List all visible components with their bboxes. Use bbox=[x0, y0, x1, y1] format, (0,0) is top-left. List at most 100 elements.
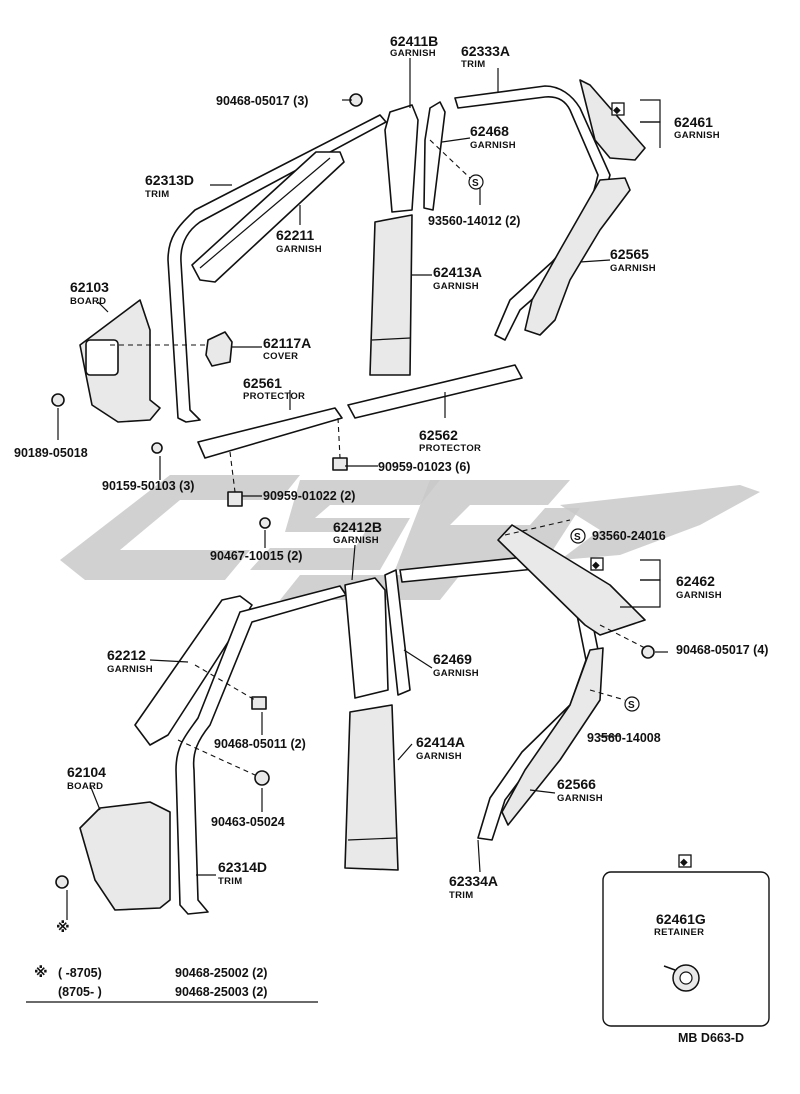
label-62562-name: PROTECTOR bbox=[419, 443, 481, 454]
screw-mark-93560-14008: S bbox=[624, 696, 640, 712]
label-62333A: 62333A bbox=[461, 43, 510, 59]
board-62103-opening bbox=[85, 339, 119, 376]
label-62103-name: BOARD bbox=[70, 296, 106, 307]
svg-text:S: S bbox=[574, 532, 581, 543]
label-62117A-name: COVER bbox=[263, 351, 298, 362]
clip-asterisk-part bbox=[55, 875, 69, 889]
label-62211-name: GARNISH bbox=[276, 244, 322, 255]
clip-90959-01022 bbox=[227, 491, 243, 507]
clip-90463-05024 bbox=[254, 770, 270, 786]
inset-diamond-mark: ◆ bbox=[680, 857, 688, 868]
label-62334A: 62334A bbox=[449, 873, 498, 889]
label-62117A: 62117A bbox=[263, 335, 311, 351]
label-62566-name: GARNISH bbox=[557, 793, 603, 804]
label-62334A-name: TRIM bbox=[449, 890, 473, 901]
garnish-62565 bbox=[524, 177, 631, 336]
trim-62314D bbox=[175, 585, 347, 915]
garnish-62469 bbox=[384, 569, 411, 696]
board-62104 bbox=[79, 801, 171, 911]
label-62104: 62104 bbox=[67, 764, 106, 780]
garnish-62468 bbox=[423, 101, 446, 211]
label-90189-05018: 90189-05018 bbox=[14, 446, 88, 460]
garnish-62414A bbox=[344, 704, 399, 871]
clip-90189-05018 bbox=[51, 393, 65, 407]
diagram-code: MB D663-D bbox=[678, 1031, 744, 1045]
label-62461-name: GARNISH bbox=[674, 130, 720, 141]
garnish-62462 bbox=[497, 524, 646, 636]
garnish-62411B bbox=[384, 104, 419, 213]
garnish-62412B bbox=[344, 577, 389, 699]
label-90467-10015: 90467-10015 (2) bbox=[210, 549, 302, 563]
label-62414A-name: GARNISH bbox=[416, 751, 462, 762]
screw-mark-93560-24016: S bbox=[570, 528, 586, 544]
clip-90959-01023 bbox=[332, 457, 348, 471]
board-62103 bbox=[79, 299, 161, 423]
label-90959-01023: 90959-01023 (6) bbox=[378, 460, 470, 474]
inset-part-number: 62461G bbox=[656, 911, 706, 927]
label-93560-14012: 93560-14012 (2) bbox=[428, 214, 520, 228]
label-62561: 62561 bbox=[243, 375, 282, 391]
label-62414A: 62414A bbox=[416, 734, 465, 750]
diamond-mark-62461: ◆ bbox=[611, 102, 625, 116]
label-62212: 62212 bbox=[107, 647, 146, 663]
label-62461: 62461 bbox=[674, 114, 713, 130]
screw-90159-50103 bbox=[151, 442, 163, 454]
label-62565: 62565 bbox=[610, 246, 649, 262]
label-62561-name: PROTECTOR bbox=[243, 391, 305, 402]
label-62468-name: GARNISH bbox=[470, 140, 516, 151]
inset-diamond-box bbox=[678, 854, 692, 868]
label-62314D: 62314D bbox=[218, 859, 267, 875]
label-62103: 62103 bbox=[70, 279, 109, 295]
label-90959-01022: 90959-01022 (2) bbox=[263, 489, 355, 503]
cover-62117A bbox=[205, 331, 233, 367]
inset-frame bbox=[602, 871, 770, 1027]
label-62104-name: BOARD bbox=[67, 781, 103, 792]
label-62468: 62468 bbox=[470, 123, 509, 139]
footnote-asterisk: ※ bbox=[34, 964, 48, 980]
garnish-62212 bbox=[134, 595, 253, 746]
label-93560-14008: 93560-14008 bbox=[587, 731, 661, 745]
inset-retainer-62461G: ◆ 62461G RETAINER bbox=[602, 854, 770, 1027]
label-62411B: 62411B bbox=[390, 33, 438, 49]
footnote: ※ ( -8705) 90468-25002 (2) (8705- ) 9046… bbox=[26, 964, 318, 1003]
label-90468-05017-4: 90468-05017 (4) bbox=[676, 643, 768, 657]
label-93560-24016: 93560-24016 bbox=[592, 529, 666, 543]
footnote-row2-part: 90468-25003 (2) bbox=[175, 985, 267, 999]
retainer-center bbox=[679, 971, 693, 985]
retainer-pin bbox=[663, 965, 676, 971]
protector-62562 bbox=[347, 364, 523, 419]
footnote-row1-range: ( -8705) bbox=[58, 966, 102, 980]
label-62313D: 62313D bbox=[145, 172, 194, 188]
label-62413A: 62413A bbox=[433, 264, 482, 280]
garnish-62566 bbox=[501, 647, 604, 826]
asterisk-mark: ※ bbox=[56, 919, 70, 935]
garnish-62413A bbox=[369, 214, 413, 376]
trim-62313D bbox=[167, 114, 387, 423]
label-90468-05017-3: 90468-05017 (3) bbox=[216, 94, 308, 108]
footnote-row1-part: 90468-25002 (2) bbox=[175, 966, 267, 980]
label-62412B-name: GARNISH bbox=[333, 535, 379, 546]
label-90463-05024: 90463-05024 bbox=[211, 815, 285, 829]
label-90159-50103: 90159-50103 (3) bbox=[102, 479, 194, 493]
label-62314D-name: TRIM bbox=[218, 876, 242, 887]
label-62211: 62211 bbox=[276, 227, 314, 243]
label-62411B-name: GARNISH bbox=[390, 48, 436, 59]
clip-90468-05011 bbox=[251, 696, 267, 710]
svg-text:S: S bbox=[628, 700, 635, 711]
dashed-guides bbox=[110, 139, 646, 776]
leader-lines bbox=[57, 58, 668, 920]
footnote-row2-range: (8705- ) bbox=[58, 985, 102, 999]
label-62313D-name: TRIM bbox=[145, 189, 169, 200]
protector-62561 bbox=[197, 407, 343, 459]
callout-labels: 62411B GARNISH 62333A TRIM 90468-05017 (… bbox=[14, 33, 768, 935]
label-62212-name: GARNISH bbox=[107, 664, 153, 675]
svg-text:◆: ◆ bbox=[592, 560, 600, 571]
label-62333A-name: TRIM bbox=[461, 59, 485, 70]
label-62462-name: GARNISH bbox=[676, 590, 722, 601]
label-62562: 62562 bbox=[419, 427, 458, 443]
inset-part-name: RETAINER bbox=[654, 927, 704, 938]
garnish-62461 bbox=[579, 79, 646, 161]
clip-90468-05017-lower bbox=[641, 645, 655, 659]
label-90468-05011: 90468-05011 (2) bbox=[214, 737, 306, 751]
